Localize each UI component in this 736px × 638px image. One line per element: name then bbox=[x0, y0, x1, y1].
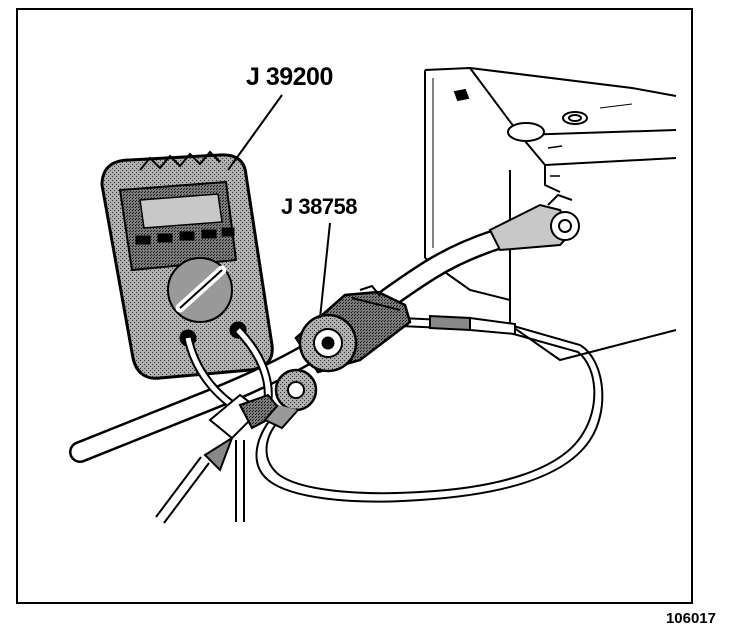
meter-function-button bbox=[221, 227, 235, 237]
meter-function-button bbox=[179, 231, 195, 241]
current-probe bbox=[263, 284, 412, 430]
terminal-clamp bbox=[488, 193, 580, 252]
leader-lines bbox=[227, 94, 331, 319]
meter-function-button bbox=[201, 229, 217, 239]
meter-callout-label: J 39200 bbox=[246, 63, 333, 91]
figure-number: 106017 bbox=[665, 610, 716, 627]
probe-lead bbox=[255, 314, 604, 503]
meter-function-button bbox=[135, 235, 151, 245]
meter-function-button bbox=[157, 233, 173, 243]
leader-line-probe bbox=[319, 222, 331, 319]
battery-top-edge bbox=[424, 66, 677, 97]
probe-connector bbox=[155, 393, 284, 524]
current-probe-callout-label: J 38758 bbox=[281, 194, 358, 219]
multimeter bbox=[100, 150, 274, 380]
battery-terminal-post bbox=[562, 111, 588, 125]
leader-line-meter bbox=[227, 94, 283, 171]
battery-top-front-edge bbox=[469, 67, 546, 166]
battery-vent-cap bbox=[507, 122, 545, 142]
